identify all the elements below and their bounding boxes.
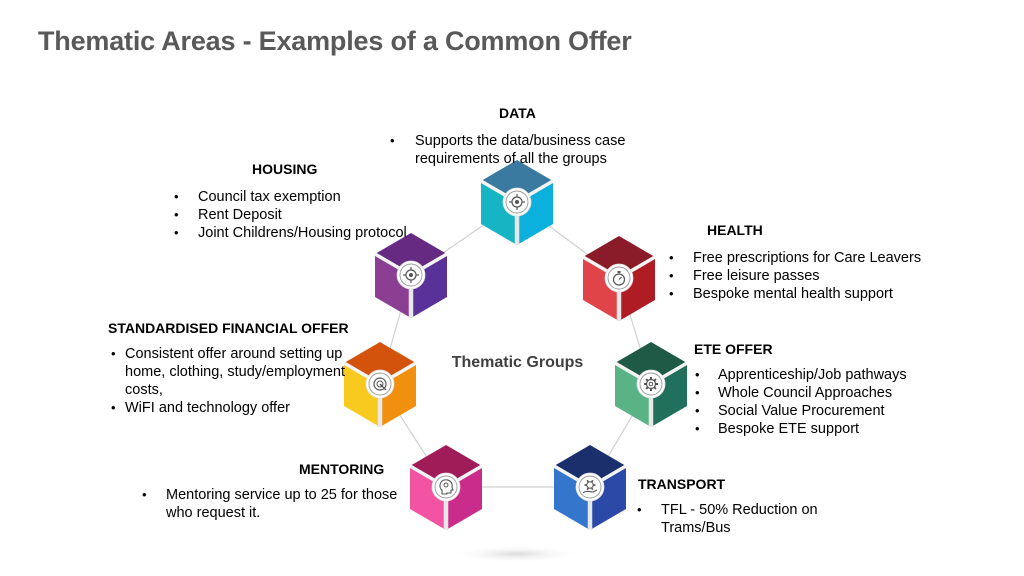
cube-mentoring [409, 445, 483, 530]
area-standardised-financial-offer: STANDARDISED FINANCIAL OFFER Consistent … [108, 320, 357, 417]
cube-housing [374, 233, 448, 318]
area-title-data: DATA [499, 105, 536, 121]
list-item: Supports the data/business case requirem… [388, 132, 665, 168]
area-data: DATA Supports the data/business case req… [388, 105, 665, 168]
cog-hand-icon [582, 479, 598, 494]
area-title-health: HEALTH [707, 222, 763, 238]
target-icon [509, 194, 525, 210]
list-item: Mentoring service up to 25 for those who… [140, 486, 416, 522]
icon-badge [604, 263, 634, 293]
area-title-transport: TRANSPORT [638, 476, 726, 492]
cube-group [343, 160, 688, 530]
area-list-mentoring: Mentoring service up to 25 for those who… [140, 486, 416, 522]
area-list-transport: TFL - 50% Reduction on Trams/Bus [636, 501, 841, 537]
page-title: Thematic Areas - Examples of a Common Of… [38, 26, 632, 56]
area-mentoring: MENTORING Mentoring service up to 25 for… [140, 461, 416, 522]
area-title-ete-offer: ETE OFFER [694, 341, 773, 357]
area-list-standardised-financial-offer: Consistent offer around setting up home,… [108, 345, 357, 417]
stopwatch-icon [612, 271, 626, 286]
area-list-housing: Council tax exemption Rent Deposit Joint… [172, 188, 407, 242]
head-icon [439, 479, 454, 495]
list-item: Social Value Procurement [694, 402, 907, 420]
cube-transport [553, 445, 627, 530]
center-label: Thematic Groups [451, 354, 584, 371]
list-item: Bespoke ETE support [694, 420, 907, 438]
floor-shadow [451, 545, 583, 563]
list-item: Free prescriptions for Care Leavers [667, 249, 921, 267]
area-housing: HOUSING Council tax exemption Rent Depos… [172, 161, 407, 242]
list-item: Joint Childrens/Housing protocol [172, 224, 407, 242]
area-title-standardised-financial-offer: STANDARDISED FINANCIAL OFFER [108, 320, 349, 336]
target-arrow-icon [373, 377, 387, 391]
target-icon [403, 267, 419, 283]
cube-health [582, 236, 656, 321]
cube-data [480, 160, 554, 245]
list-item: Free leisure passes [667, 267, 921, 285]
list-item: Consistent offer around setting up home,… [108, 345, 357, 399]
gear-icon [644, 377, 658, 391]
area-title-mentoring: MENTORING [299, 461, 385, 477]
area-list-health: Free prescriptions for Care Leavers Free… [667, 249, 921, 303]
area-health: HEALTH Free prescriptions for Care Leave… [667, 222, 921, 303]
list-item: Council tax exemption [172, 188, 407, 206]
area-list-ete-offer: Apprenticeship/Job pathways Whole Counci… [694, 366, 907, 438]
area-list-data: Supports the data/business case requirem… [388, 132, 665, 168]
list-item: Apprenticeship/Job pathways [694, 366, 907, 384]
cube-ete [614, 342, 688, 427]
list-item: Bespoke mental health support [667, 285, 921, 303]
cube-sfo [343, 342, 417, 427]
area-title-housing: HOUSING [252, 161, 318, 177]
area-transport: TRANSPORT TFL - 50% Reduction on Trams/B… [636, 476, 841, 537]
list-item: Rent Deposit [172, 206, 407, 224]
list-item: WiFI and technology offer [108, 399, 357, 417]
list-item: Whole Council Approaches [694, 384, 907, 402]
area-ete-offer: ETE OFFER Apprenticeship/Job pathways Wh… [694, 341, 907, 438]
list-item: TFL - 50% Reduction on Trams/Bus [636, 501, 841, 537]
